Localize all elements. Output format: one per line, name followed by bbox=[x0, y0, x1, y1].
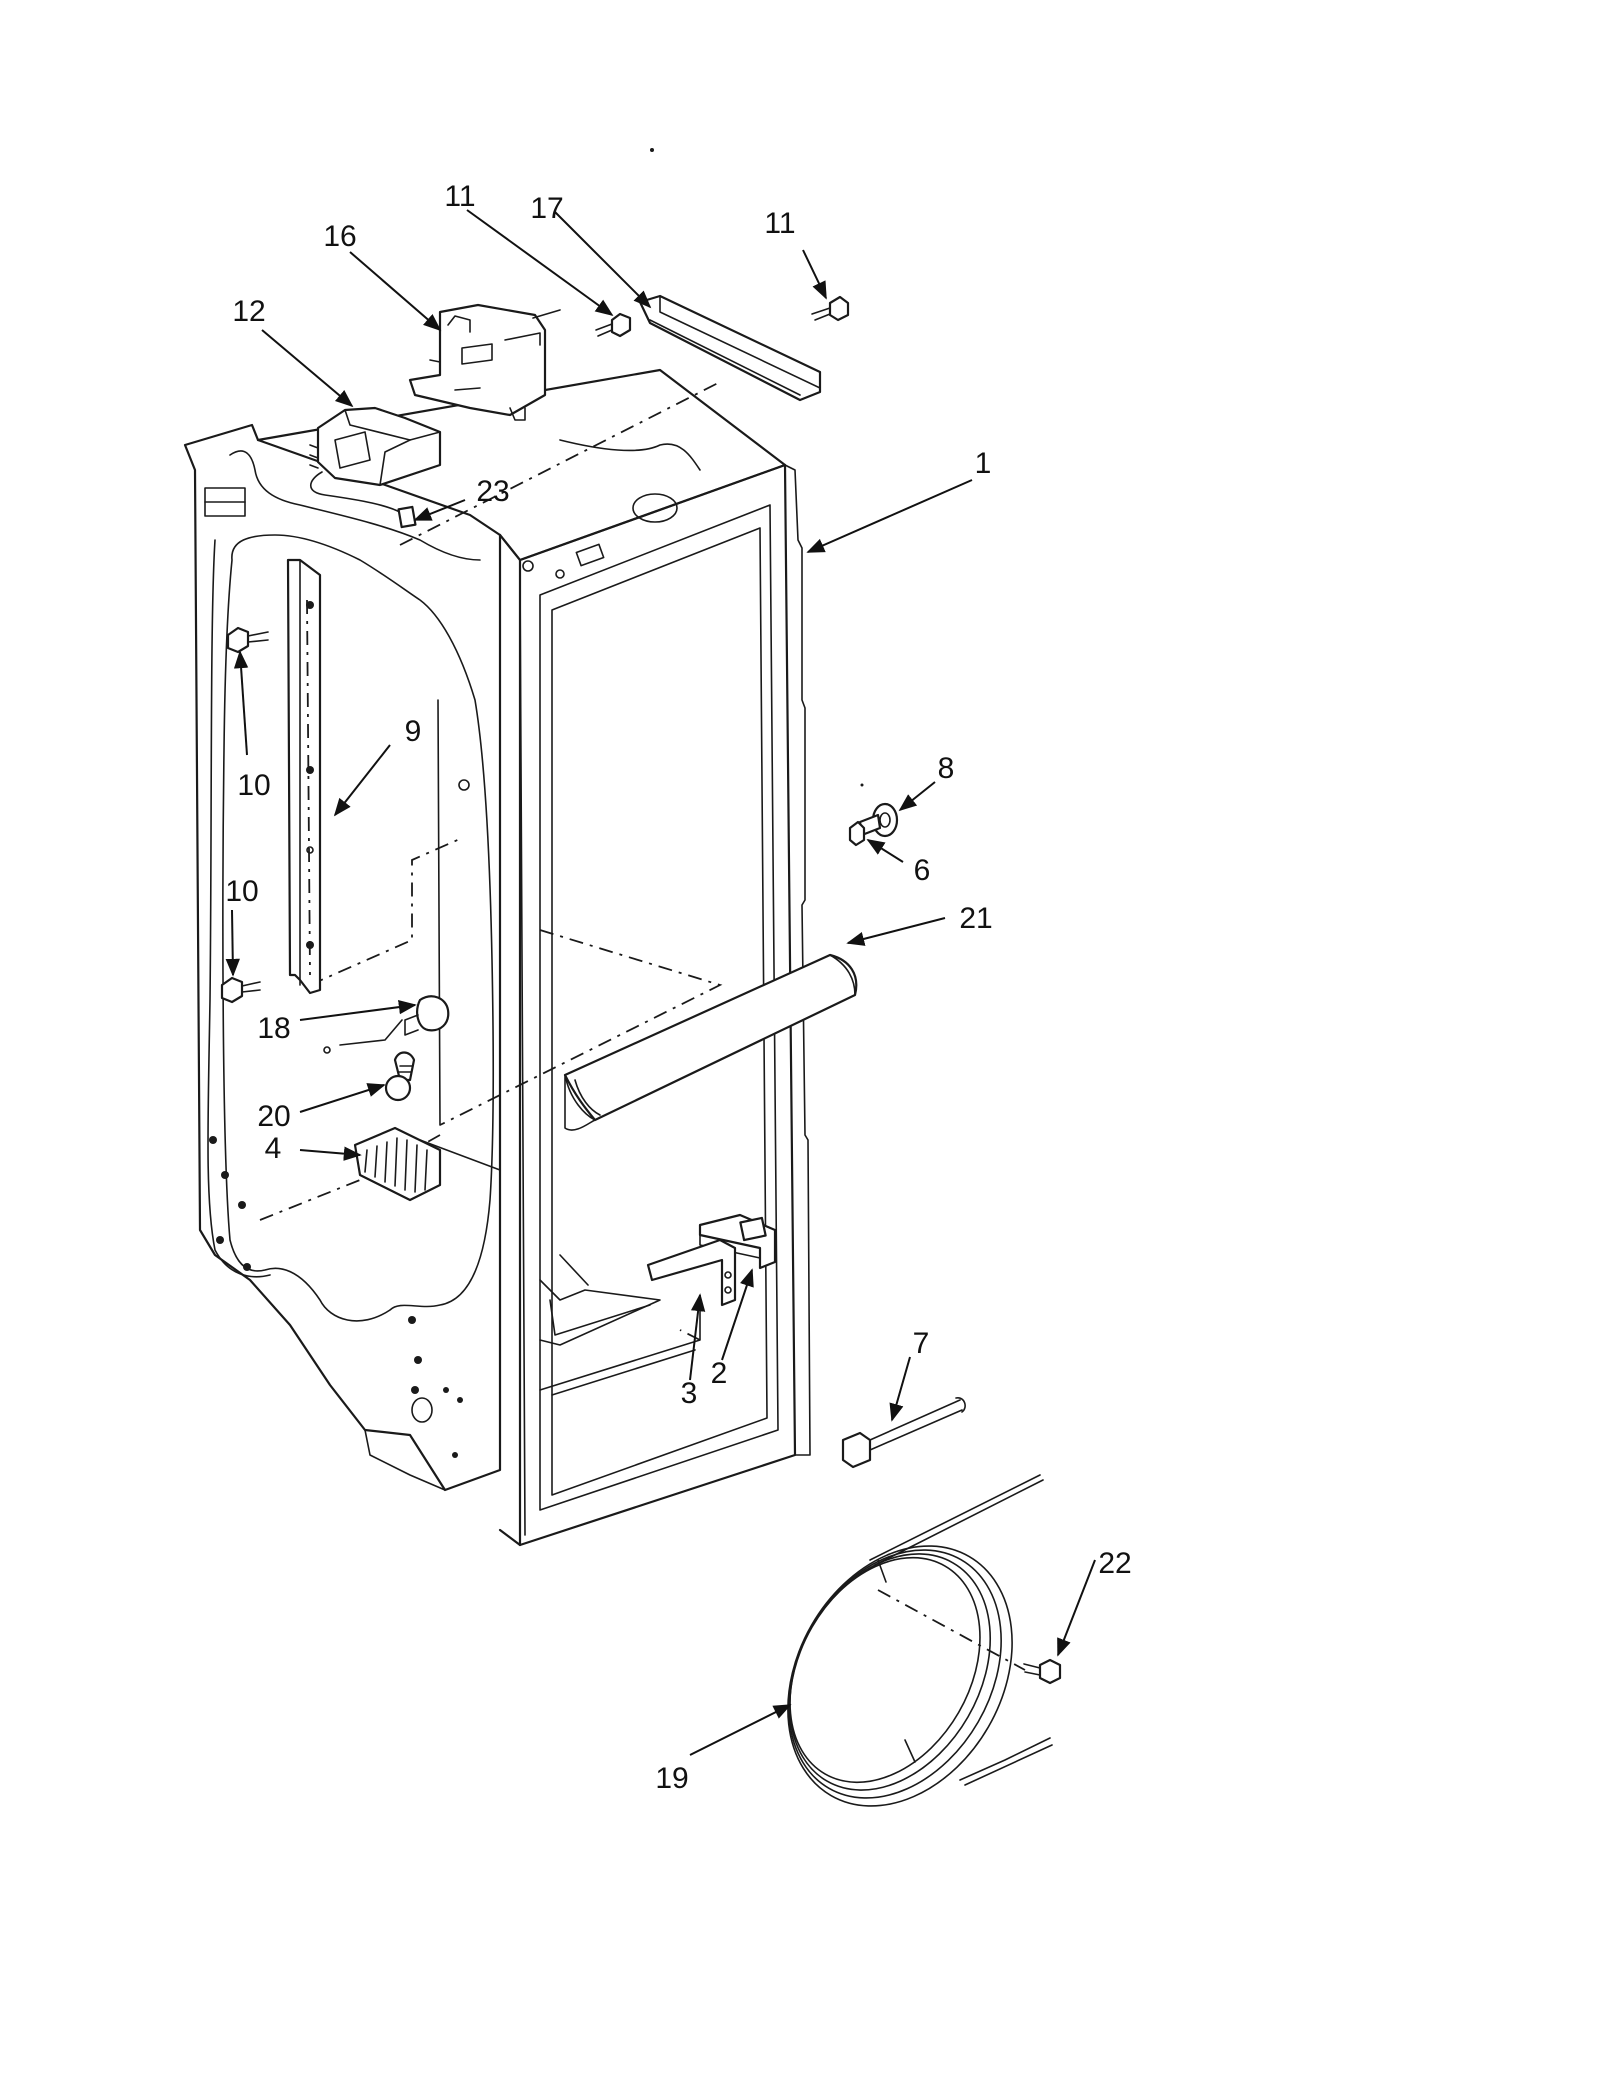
light-socket bbox=[323, 995, 450, 1054]
callout-4: 4 bbox=[265, 1132, 282, 1165]
callout-10-lower: 10 bbox=[225, 875, 258, 908]
callout-16: 16 bbox=[323, 220, 356, 253]
callout-1: 1 bbox=[975, 447, 992, 480]
screw-tubing-clip bbox=[1023, 1658, 1062, 1685]
top-trim-rail bbox=[638, 294, 822, 402]
screw-top-right bbox=[811, 295, 850, 322]
cabinet-shell bbox=[183, 368, 811, 1547]
screw-top-left bbox=[595, 312, 632, 338]
callout-20: 20 bbox=[257, 1100, 290, 1133]
callout-11-right: 11 bbox=[764, 207, 795, 240]
control-bracket bbox=[408, 303, 561, 421]
callout-19: 19 bbox=[655, 1762, 688, 1795]
assembly-lines bbox=[259, 381, 1026, 1671]
callout-9: 9 bbox=[405, 715, 422, 748]
callout-11-left: 11 bbox=[444, 180, 475, 213]
cable-tie bbox=[841, 1397, 966, 1469]
screw-upper bbox=[226, 626, 269, 654]
shelf-rail bbox=[286, 558, 322, 995]
leader-lines bbox=[225, 209, 1096, 1756]
light-bulb bbox=[384, 1051, 416, 1102]
bracket-lower bbox=[646, 1238, 737, 1307]
callout-10-upper: 10 bbox=[237, 769, 270, 802]
rivet-stud bbox=[848, 802, 899, 847]
callout-17: 17 bbox=[530, 192, 563, 225]
callout-21: 21 bbox=[959, 902, 992, 935]
callout-12: 12 bbox=[232, 295, 265, 328]
air-grille bbox=[353, 1126, 442, 1202]
callout-8: 8 bbox=[938, 752, 955, 785]
water-tubing-coil bbox=[787, 1474, 1053, 1807]
screw-lower bbox=[220, 976, 261, 1004]
callout-2: 2 bbox=[711, 1357, 728, 1390]
callout-3: 3 bbox=[681, 1377, 698, 1410]
callout-7: 7 bbox=[913, 1327, 930, 1360]
callout-22: 22 bbox=[1098, 1547, 1131, 1580]
control-housing bbox=[309, 406, 442, 529]
callout-labels: 1 2 3 4 6 7 8 9 10 10 11 11 12 16 17 18 … bbox=[225, 180, 1131, 1795]
callout-23: 23 bbox=[476, 475, 509, 508]
bracket-upper bbox=[698, 1213, 777, 1270]
crisper-cover bbox=[563, 953, 858, 1131]
callout-6: 6 bbox=[914, 854, 931, 887]
callout-18: 18 bbox=[257, 1012, 290, 1045]
